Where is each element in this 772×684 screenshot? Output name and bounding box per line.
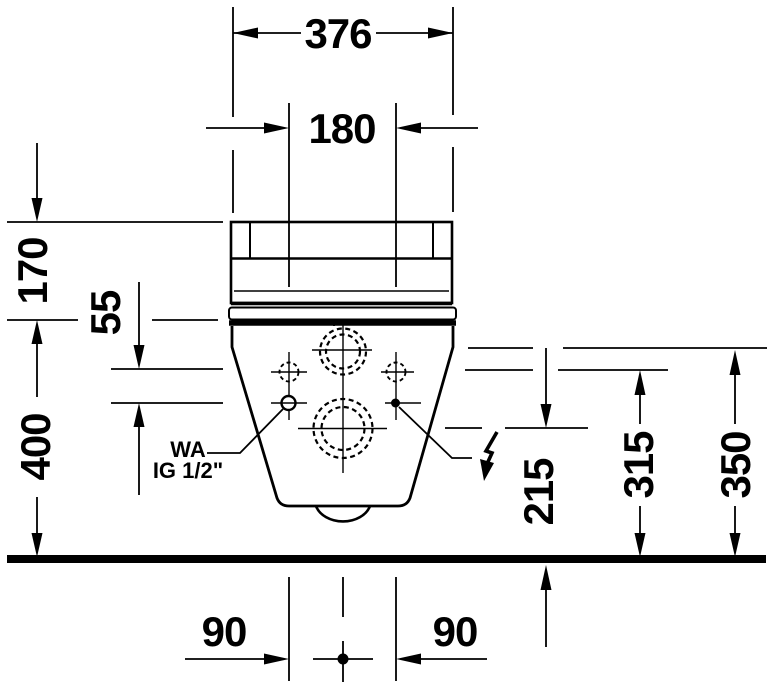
dim-arrow-180-left: [264, 122, 289, 134]
leader-lines: [207, 406, 472, 459]
dim-arrow-215-top: [540, 404, 552, 428]
dim-arrow-315-top: [634, 370, 646, 395]
water-connection-label-line1: WA: [170, 437, 206, 462]
dim-arrow-180-right: [396, 122, 421, 134]
dimension-lines: [31, 27, 741, 665]
lightning-bolt-icon: [480, 431, 499, 481]
extension-lines: [7, 7, 767, 682]
dim-label-90-right: 90: [433, 608, 478, 655]
dim-label-376: 376: [304, 10, 371, 57]
lightning-bolt-stroke: [483, 431, 499, 465]
dim-arrow-55-bottom: [133, 403, 145, 427]
dim-arrow-215-bottom: [540, 565, 552, 590]
connections: [271, 322, 421, 473]
water-leader-line: [207, 408, 284, 454]
dim-arrow-315-bottom: [634, 533, 646, 557]
flush-inlet-hole-outer: [318, 327, 368, 376]
dim-arrow-170-top: [31, 198, 43, 222]
ceramic-collar: [228, 306, 457, 321]
dim-arrow-350-bottom: [729, 533, 741, 557]
flush-inlet-hole-inner: [324, 333, 362, 370]
dim-label-215: 215: [515, 458, 562, 526]
dim-arrow-376-right: [428, 27, 453, 39]
dim-label-90-left: 90: [202, 608, 247, 655]
dim-arrow-90-right: [396, 653, 421, 665]
dim-label-55: 55: [82, 290, 129, 335]
dim-arrow-55-top: [133, 345, 145, 369]
dim-arrow-400-bottom: [31, 533, 43, 557]
dim-arrow-376-left: [233, 27, 258, 39]
dim-label-400: 400: [12, 413, 59, 480]
lightning-bolt-arrowhead: [480, 459, 494, 481]
dimension-labels: 376 180 170 55 400 215 315 350 90 90 WA …: [9, 10, 759, 655]
dim-arrow-170-400-shared: [31, 320, 43, 344]
dim-label-315: 315: [615, 431, 662, 499]
center-axis-dot: [337, 653, 349, 665]
water-connection-label-line2: IG 1/2": [153, 458, 223, 483]
electrical-leader-line: [398, 406, 472, 459]
dim-arrow-90-left: [264, 653, 289, 665]
dim-label-170: 170: [9, 237, 56, 304]
dim-label-180: 180: [308, 105, 375, 152]
dim-arrow-350-top: [729, 350, 741, 375]
dim-label-350: 350: [712, 431, 759, 498]
drain-outlet-arc: [314, 505, 372, 523]
fixing-hole-right-crosshair: [381, 352, 414, 420]
